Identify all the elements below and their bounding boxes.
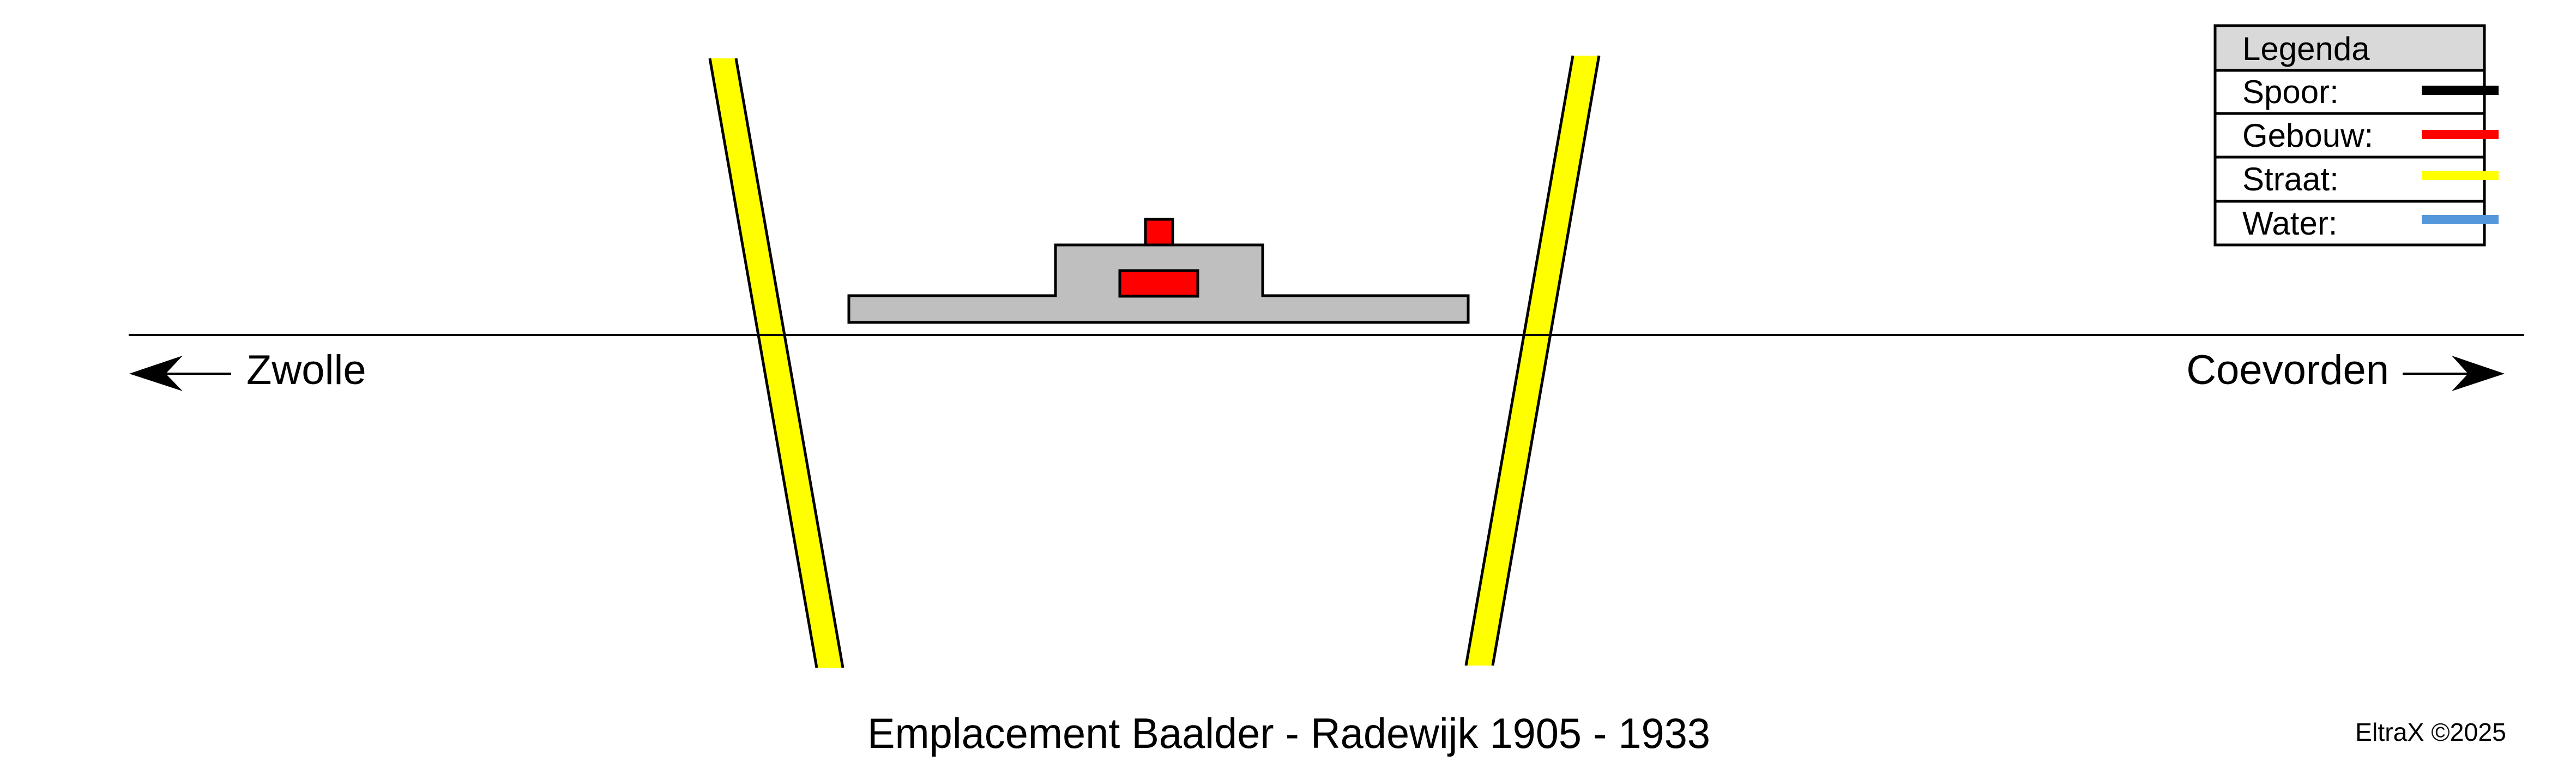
direction-label-coevorden: Coevorden [2186,347,2389,393]
legend-swatch-water [2422,215,2499,224]
legend-item-label: Water: [2242,205,2337,242]
copyright: EltraX ©2025 [2355,718,2506,746]
road-left [708,58,844,668]
road-right-edge-east [1491,55,1601,666]
arrow-right-icon [2403,356,2505,391]
road-right [1464,55,1601,666]
legend-item-label: Spoor: [2242,74,2339,110]
legend-title: Legenda [2242,31,2370,67]
legend: Legenda Spoor: Gebouw: Straat: Water: [2213,24,2499,247]
direction-coevorden: Coevorden [2186,347,2505,393]
diagram-title: Emplacement Baalder - Radewijk 1905 - 19… [867,709,1710,757]
direction-zwolle: Zwolle [129,347,366,393]
legend-swatch-straat [2422,171,2499,180]
road-left-edge-west [708,58,818,668]
station-building [1118,269,1199,298]
legend-item-straat: Straat: [2242,161,2499,197]
road-right-edge-west [1464,55,1574,666]
legend-item-water: Water: [2242,205,2499,242]
legend-swatch-gebouw [2422,130,2499,139]
legend-header-bg [2215,26,2484,70]
legend-item-label: Straat: [2242,161,2339,197]
road-left-edge-east [734,58,844,668]
outbuilding [1144,218,1174,247]
road-right-fill [1466,56,1599,666]
legend-item-label: Gebouw: [2242,117,2373,154]
road-left-fill [710,58,843,668]
legend-item-gebouw: Gebouw: [2242,117,2499,154]
arrow-left-icon [129,356,231,391]
legend-item-spoor: Spoor: [2242,74,2499,110]
legend-swatch-spoor [2422,86,2499,95]
direction-label-zwolle: Zwolle [246,347,366,393]
